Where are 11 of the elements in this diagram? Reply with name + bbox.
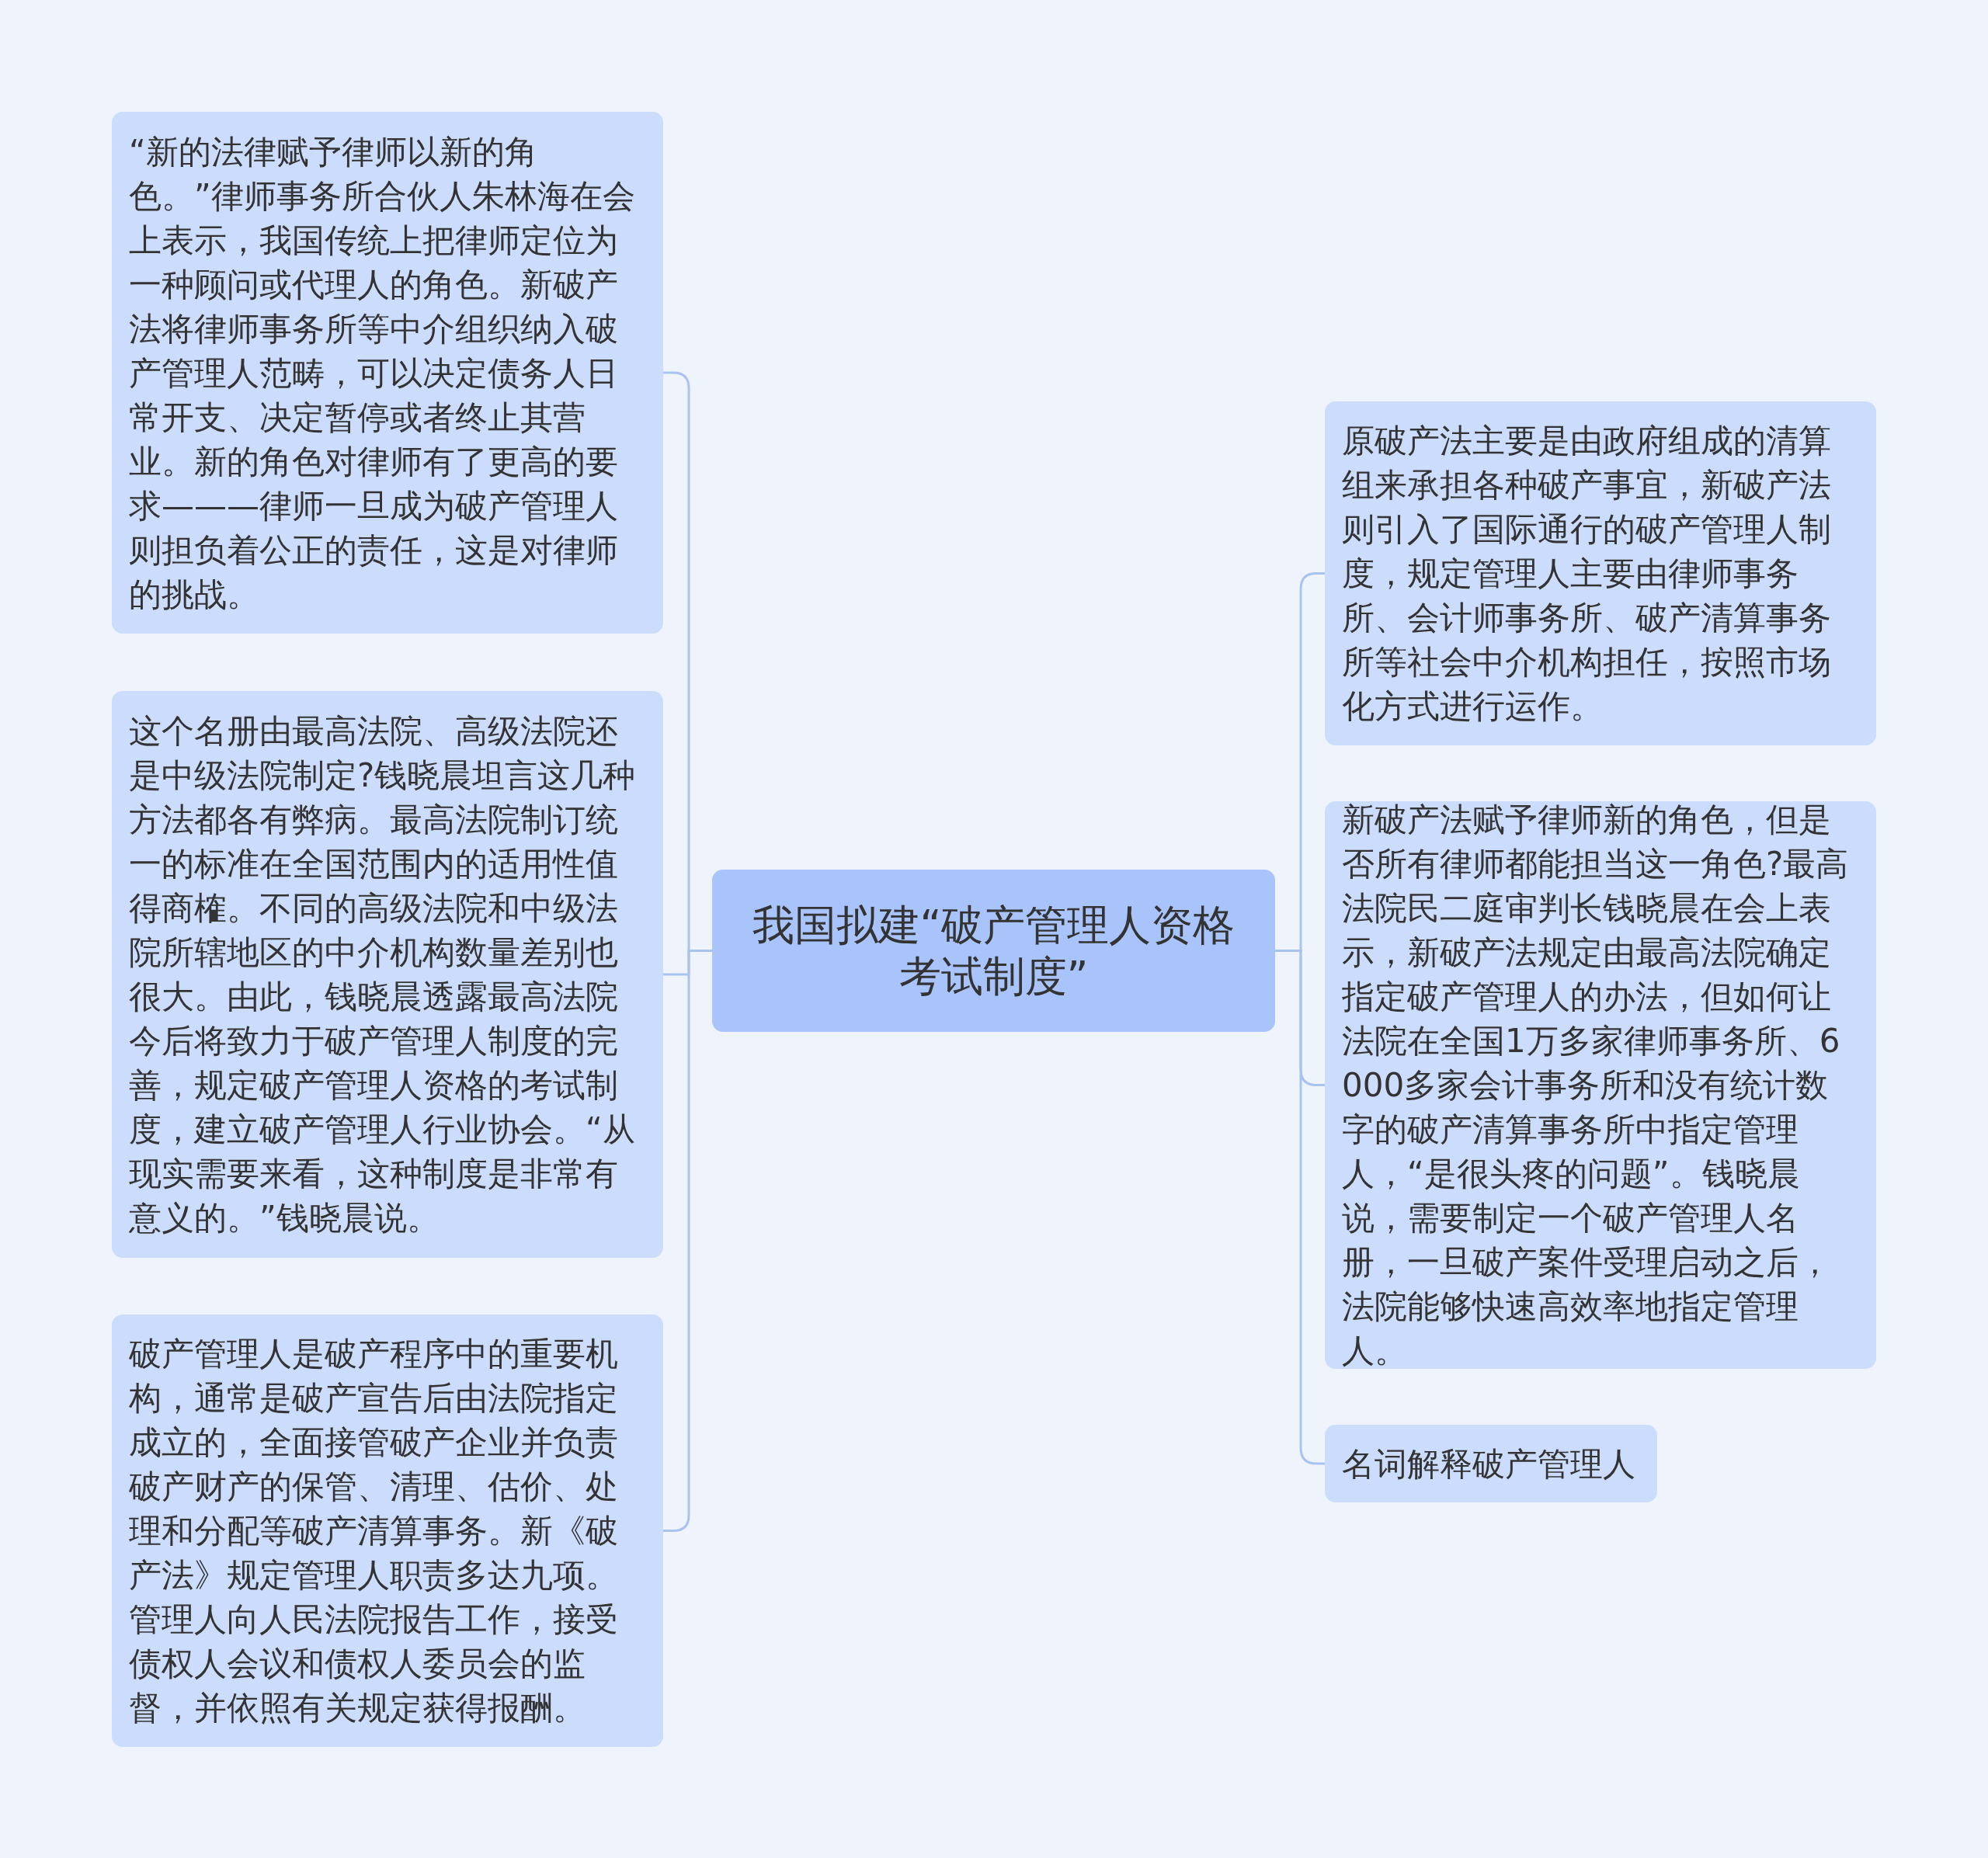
topic-text: 我国拟建“破产管理人资格考试制度” <box>751 899 1236 1002</box>
text-box <box>112 1314 663 1747</box>
paragraph: 新破产法赋予律师新的角色，但是否所有律师都能担当这一角色?最高法院民二庭审判长钱晓晨在会上表示，新破产法规定由最高法院确定指定破产管理人的办法，但如何让法院在全国1万多家律师事务所、6000多家会计事务所和没有统计数字的破产清算事务所中指定管理人，“是很头疼的问题”。钱晓晨说，需要制定一个破产管理人名册，一旦破产案件受理启动之后，法院能够快速高效率地指定管理人。 <box>1342 800 1850 1371</box>
paragraph: 原破产法主要是由政府组成的清算组来承担各种破产事宜，新破产法则引入了国际通行的破产管理人制度，规定管理人主要由律师事务所、会计师事务所、破产清算事务所等社会中介机构担任，按照市场化方式进行运作。 <box>1342 421 1832 727</box>
text-box <box>1325 401 1876 745</box>
paragraph: 破产管理人是破产程序中的重要机构，通常是破产宣告后由法院指定成立的，全面接管破产企业并负责破产财产的保管、清理、估价、处理和分配等破产清算事务。新《破产法》规定管理人职责多达九项。管理人向人民法院报告工作，接受债权人会议和债权人委员会的监督，并依照有关规定获得报酬。 <box>129 1334 619 1728</box>
text-box <box>1325 1425 1657 1502</box>
paragraph: “新的法律赋予律师以新的角色。”律师事务所合伙人朱林海在会上表示，我国传统上把律师定位为一种顾问或代理人的角色。新破产法将律师事务所等中介组织纳入破产管理人范畴，可以决定债务人日常开支、决定暂停或者终止其营业。新的角色对律师有了更高的要求———律师一旦成为破产管理人则担负着公正的责任，这是对律师的挑战。 <box>129 131 636 615</box>
paragraph: 名词解释破产管理人 <box>1342 1443 1635 1485</box>
topic-box <box>712 870 1275 1032</box>
paragraph: 这个名册由最高法院、高级法院还是中级法院制定?钱晓晨坦言这几种方法都各有弊病。最高法院制订统一的标准在全国范围内的适用性值得商榷。不同的高级法院和中级法院所辖地区的中介机构数量差别也很大。由此，钱晓晨透露最高法院今后将致力于破产管理人制度的完善，规定破产管理人资格的考试制度，建立破产管理人行业协会。“从现实需要来看，这种制度是非常有意义的。”钱晓晨说。 <box>129 711 637 1238</box>
